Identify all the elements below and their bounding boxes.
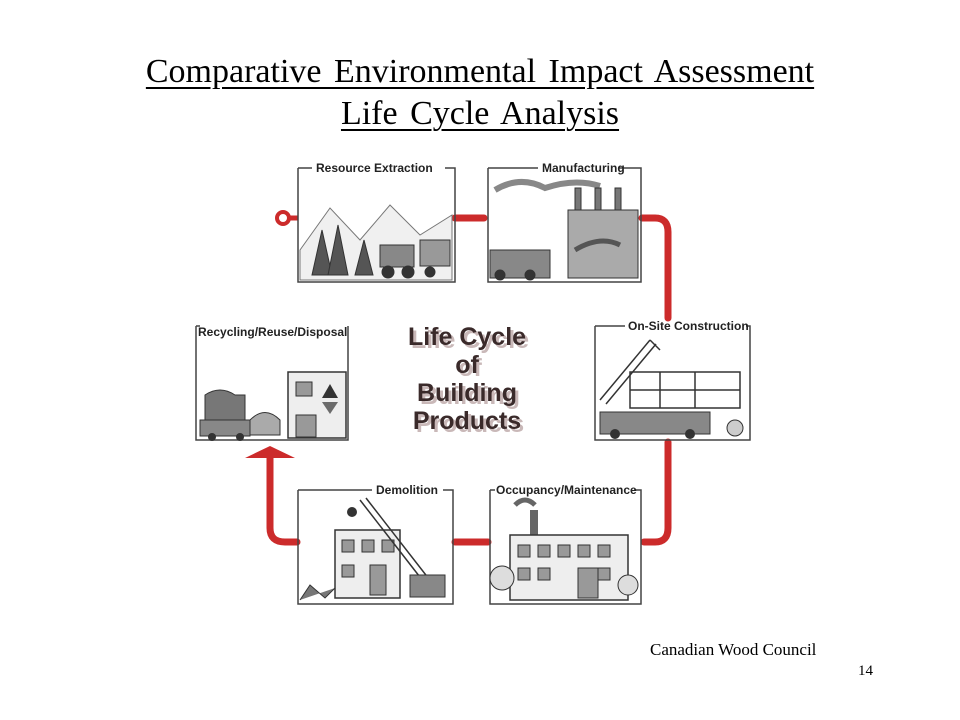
panel-occupancy-maintenance: Occupancy/Maintenance xyxy=(489,483,642,605)
panel-recycling-reuse-disposal: Recycling/Reuse/Disposal xyxy=(195,325,349,441)
svg-text:Building: Building xyxy=(420,382,520,410)
center-line-3: Building xyxy=(417,379,517,407)
svg-text:Life Cycle: Life Cycle xyxy=(411,326,529,354)
credit-text: Canadian Wood Council xyxy=(650,640,817,659)
panel-resource-extraction: Resource Extraction xyxy=(297,161,456,283)
label-demolition: Demolition xyxy=(376,483,438,497)
arrow-manufacturing-to-construction xyxy=(638,214,672,322)
page-number: 14 xyxy=(858,663,873,679)
center-line-4: Products xyxy=(413,407,521,435)
recycle-icon xyxy=(322,384,338,414)
label-occupancy-maintenance: Occupancy/Maintenance xyxy=(496,483,637,497)
cycle-start-dot xyxy=(275,210,291,226)
arrow-construction-to-occupancy xyxy=(640,438,672,546)
label-on-site-construction: On-Site Construction xyxy=(628,319,749,333)
panel-on-site-construction: On-Site Construction xyxy=(594,319,751,441)
center-line-1: Life Cycle xyxy=(408,323,526,351)
arrow-head-up xyxy=(245,446,295,458)
label-resource-extraction: Resource Extraction xyxy=(316,161,433,175)
svg-text:of: of xyxy=(458,354,482,382)
center-title: Life Cycle Life Cycle of of Building Bui… xyxy=(408,323,529,438)
slide-title: Comparative Environmental Impact Assessm… xyxy=(145,53,815,90)
panel-manufacturing: Manufacturing xyxy=(487,161,642,283)
center-line-2: of xyxy=(455,351,479,379)
label-manufacturing: Manufacturing xyxy=(542,161,625,175)
svg-text:Products: Products xyxy=(416,410,524,438)
panel-demolition: Demolition xyxy=(297,483,454,605)
label-recycling-reuse-disposal: Recycling/Reuse/Disposal xyxy=(198,325,347,339)
slide-subtitle: Life Cycle Analysis xyxy=(340,95,620,132)
cycle-arrows xyxy=(266,214,672,546)
arrow-demolition-to-recycling xyxy=(266,454,301,546)
